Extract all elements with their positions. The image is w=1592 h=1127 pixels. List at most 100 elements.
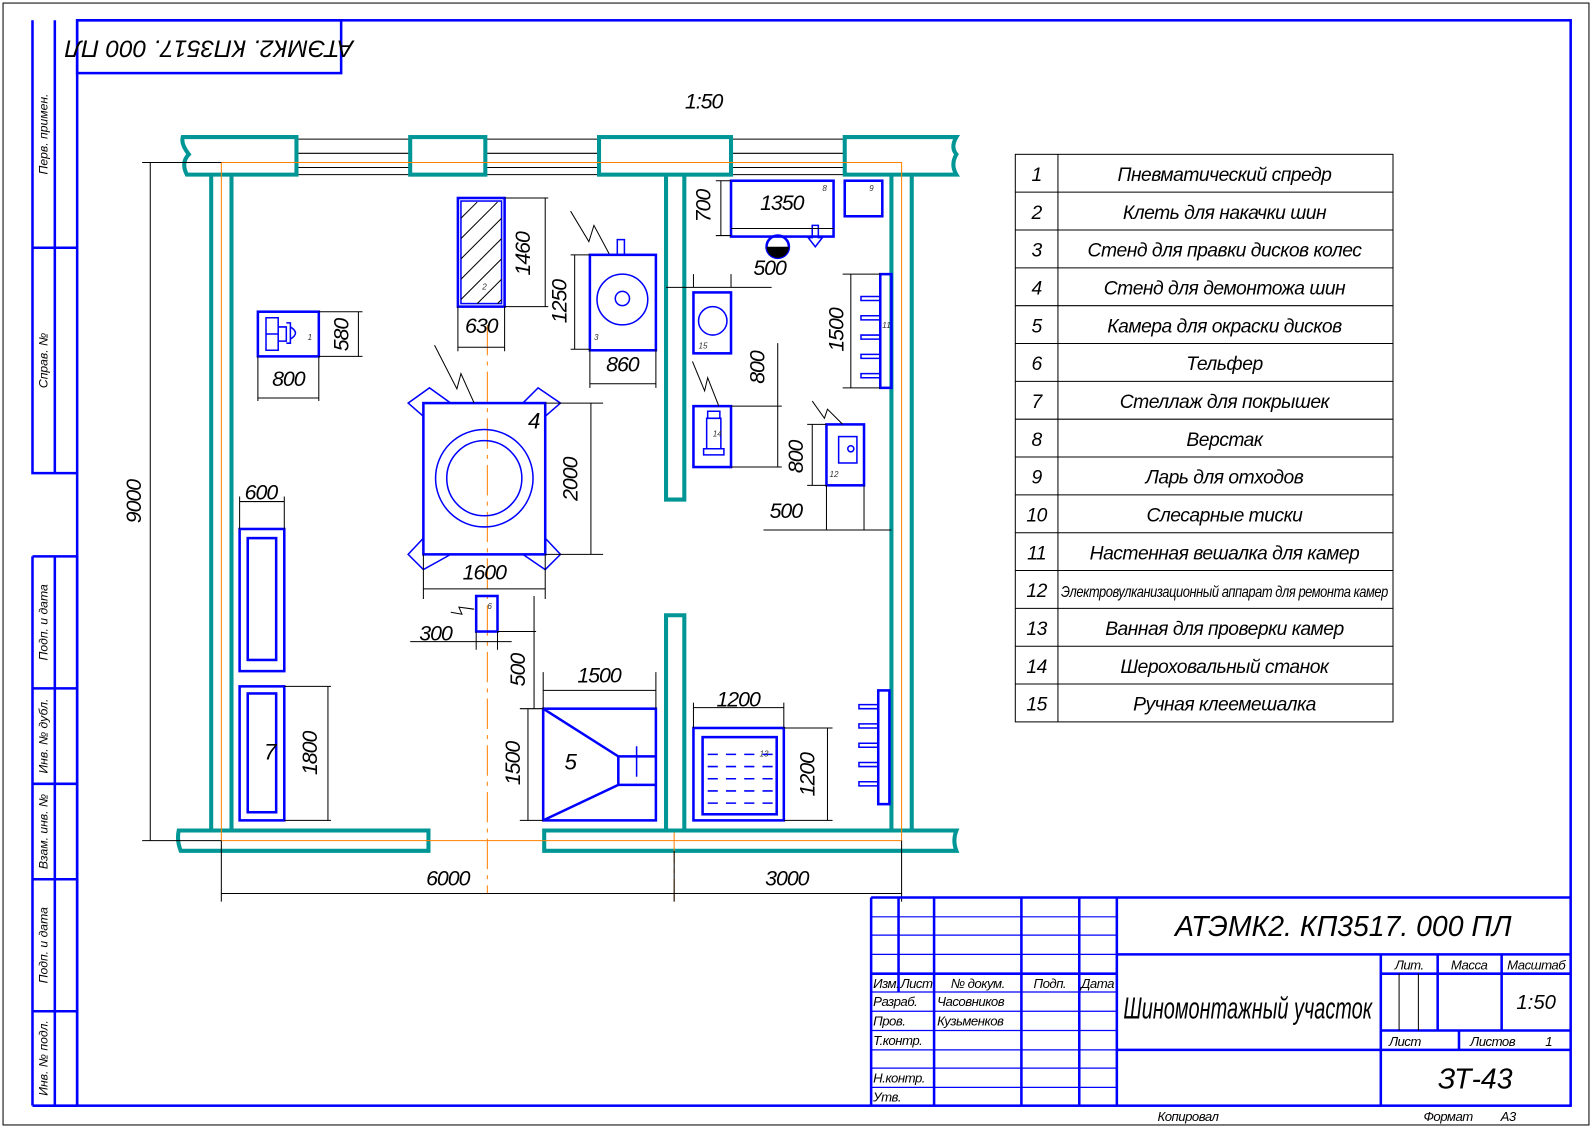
dimension-label: 1200 [716,688,761,712]
role-tech-control: Т.контр. [873,1033,922,1048]
legend-name: Пневматический спредр [1117,165,1332,186]
equipment-tag: 14 [713,430,723,439]
dimension-label: 3000 [765,866,810,890]
dimension-label: 600 [245,481,279,505]
legend-name: Тельфер [1186,354,1263,375]
dimension-label: 1460 [511,231,535,276]
legend-row: 1 Пневматический спредр [1015,165,1393,193]
legend-number: 14 [1026,657,1046,678]
copied-label: Копировал [1157,1109,1219,1124]
legend-row: 4 Стенд для демонтожа шин [1015,279,1393,307]
dimension-label: 1800 [298,731,322,776]
legend-row: 6 Тельфер [1015,354,1393,382]
header-sign: Подп. [1034,976,1067,991]
dimension-label: 500 [770,499,804,523]
header-date: Дата [1079,976,1114,991]
side-stamp-label: Инв. № подл. [37,1020,51,1096]
dimension-label: 860 [606,353,640,377]
legend-name: Стенд для демонтожа шин [1104,279,1346,300]
role-developer: Разраб. [873,994,917,1009]
format-value: А3 [1500,1109,1517,1124]
legend-number: 6 [1032,354,1043,375]
side-stamps: Перв. примен. Справ. № Подп. и дата Инв.… [31,20,79,1107]
equipment-9-waste-bin: 9 [843,179,884,218]
group-code: ЗТ-43 [1438,1063,1513,1095]
dimension-label: 2000 [559,456,583,502]
legend-name: Настенная вешалка для камер [1090,543,1360,564]
side-stamp-label: Взам. инв. № [37,794,51,869]
side-stamp-label: Подп. и дата [37,584,51,660]
legend-name: Стенд для правки дисков колес [1088,241,1363,262]
equipment-11-wall-hanger: 11 [858,272,893,806]
side-stamp-label: Инв. № дубл. [37,699,51,774]
doc-code: АТЭМК2. КП3517. 000 ПЛ [1173,911,1512,943]
role-norm-control: Н.контр. [873,1070,925,1085]
dimension-label: 800 [746,350,770,384]
lit-label: Лит. [1394,958,1424,973]
legend-number: 11 [1027,543,1046,564]
side-stamp-label: Справ. № [37,333,51,388]
dimension-label: 800 [784,439,808,473]
legend-number: 4 [1032,279,1042,300]
walls [175,135,961,853]
header-list: Лист [900,976,933,991]
sheets-count: 1 [1545,1034,1552,1049]
equipment-3-rim-stand: 3 [588,238,658,352]
dimension-label: 6000 [426,866,471,890]
dimension-label: 9000 [122,479,146,524]
equipment-1-spreader: 1 [256,310,321,358]
sink-symbol [765,234,791,260]
dimension-labels: 1460 630 1250 860 580 800 2000 1600 600 … [122,189,849,891]
legend-number: 2 [1031,203,1043,224]
equipment-tag: 13 [759,749,769,758]
equipment-7-tire-rack: 7 [238,527,286,822]
side-stamp-label: Подп. и дата [37,907,51,983]
equipment-tag: 8 [822,184,827,193]
equipment-12-vulcanizer: 12 [825,423,866,487]
title-block: АТЭМК2. КП3517. 000 ПЛ Шиномонтажный уча… [869,896,1571,1106]
legend-number: 7 [1032,392,1044,413]
top-stamp-code: АТЭМК2. КП3517. 000 ПЛ [65,34,356,61]
dimension-label: 500 [506,653,530,687]
dimension-label: 1500 [577,663,622,687]
developer-name: Часовников [937,994,1005,1009]
legend-number: 9 [1032,468,1043,489]
mass-label: Масса [1451,958,1488,973]
equipment-15-glue-mixer: 15 [692,291,733,355]
dimension-label: 300 [419,622,453,646]
header-izm: Изм. [873,976,899,991]
equipment-14-buffing-machine: 14 [692,404,733,469]
dimension-label: 1600 [463,561,508,585]
equipment-4-tire-changer: 4 [406,386,562,571]
role-approved: Утв. [872,1090,901,1105]
equipment-13-test-bath: 13 [692,726,786,822]
equipment-tag: 1 [308,333,313,342]
equipment-label: 5 [565,750,578,775]
equipment-tag: 9 [869,184,874,193]
legend-name: Ванная для проверки камер [1105,619,1344,640]
side-stamp-label: Перв. примен. [37,94,51,175]
legend-name: Ручная клеемешалка [1133,695,1316,716]
legend-name: Верстак [1186,430,1263,451]
role-checker: Пров. [873,1013,905,1028]
equipment-tag: 3 [594,333,599,342]
drawing-title: Шиномонтажный участок [1123,991,1373,1025]
equipment-5-paint-booth: 5 [541,707,658,822]
equipment-6-hoist: 6 [474,594,499,633]
legend-number: 1 [1032,165,1042,186]
equipment-tag: 6 [487,602,492,611]
equipment-tag: 12 [830,470,840,479]
power-supply-leaders [434,210,844,615]
top-stamp-box [75,19,343,75]
dimension-label: 800 [272,367,306,391]
